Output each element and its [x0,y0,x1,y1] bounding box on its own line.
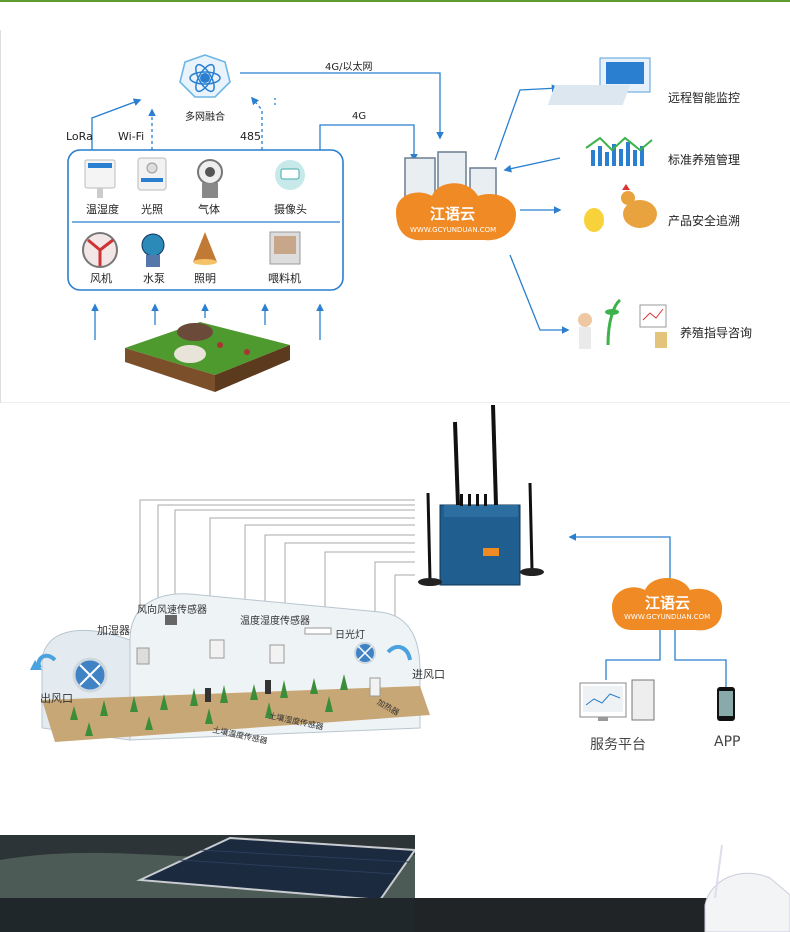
humidifier-label: 加湿器 [97,624,130,637]
link-485-label: 485 [240,130,261,143]
actuator-lighting-label: 照明 [194,272,216,285]
sensor-temp-humidity-label: 温湿度 [86,203,119,216]
cloud-url: WWW.GCYUNDUAN.COM [410,226,497,234]
cloud2-url: WWW.GCYUNDUAN.COM [624,613,711,621]
service-standard-management: 标准养殖管理 [668,153,741,167]
cloud2-name: 江语云 [645,594,691,612]
temp-humidity-sensor-label: 温度湿度传感器 [240,616,310,627]
sensor-light-label: 光照 [141,203,163,216]
actuator-pump-label: 水泵 [143,272,165,285]
outlet-label: 出风口 [40,692,73,705]
service-platform-label: 服务平台 [590,737,646,753]
link-4g-ethernet-label: 4G/以太网 [325,62,373,73]
app-label: APP [714,734,741,750]
link-wifi-label: Wi-Fi [118,130,145,143]
actuator-feeder-label: 喂料机 [268,272,301,285]
sensor-camera-label: 摄像头 [274,203,307,216]
inlet-label: 进风口 [412,668,445,681]
link-lora-label: LoRa [66,130,93,143]
sun-lamp-label: 日光灯 [335,630,365,641]
iot-architecture-panel [0,30,790,403]
link-4g-label: 4G [352,111,367,122]
hub-label: 多网融合 [185,112,225,123]
top-accent-bar [0,0,790,2]
actuator-fan-label: 风机 [90,272,112,285]
service-guidance: 养殖指导咨询 [680,326,753,340]
service-remote-monitoring: 远程智能监控 [668,91,741,105]
wind-sensor-label: 风向风速传感器 [137,605,207,616]
sensor-gas-label: 气体 [198,203,220,216]
cloud-name: 江语云 [430,205,476,223]
service-traceability: 产品安全追溯 [668,214,741,228]
